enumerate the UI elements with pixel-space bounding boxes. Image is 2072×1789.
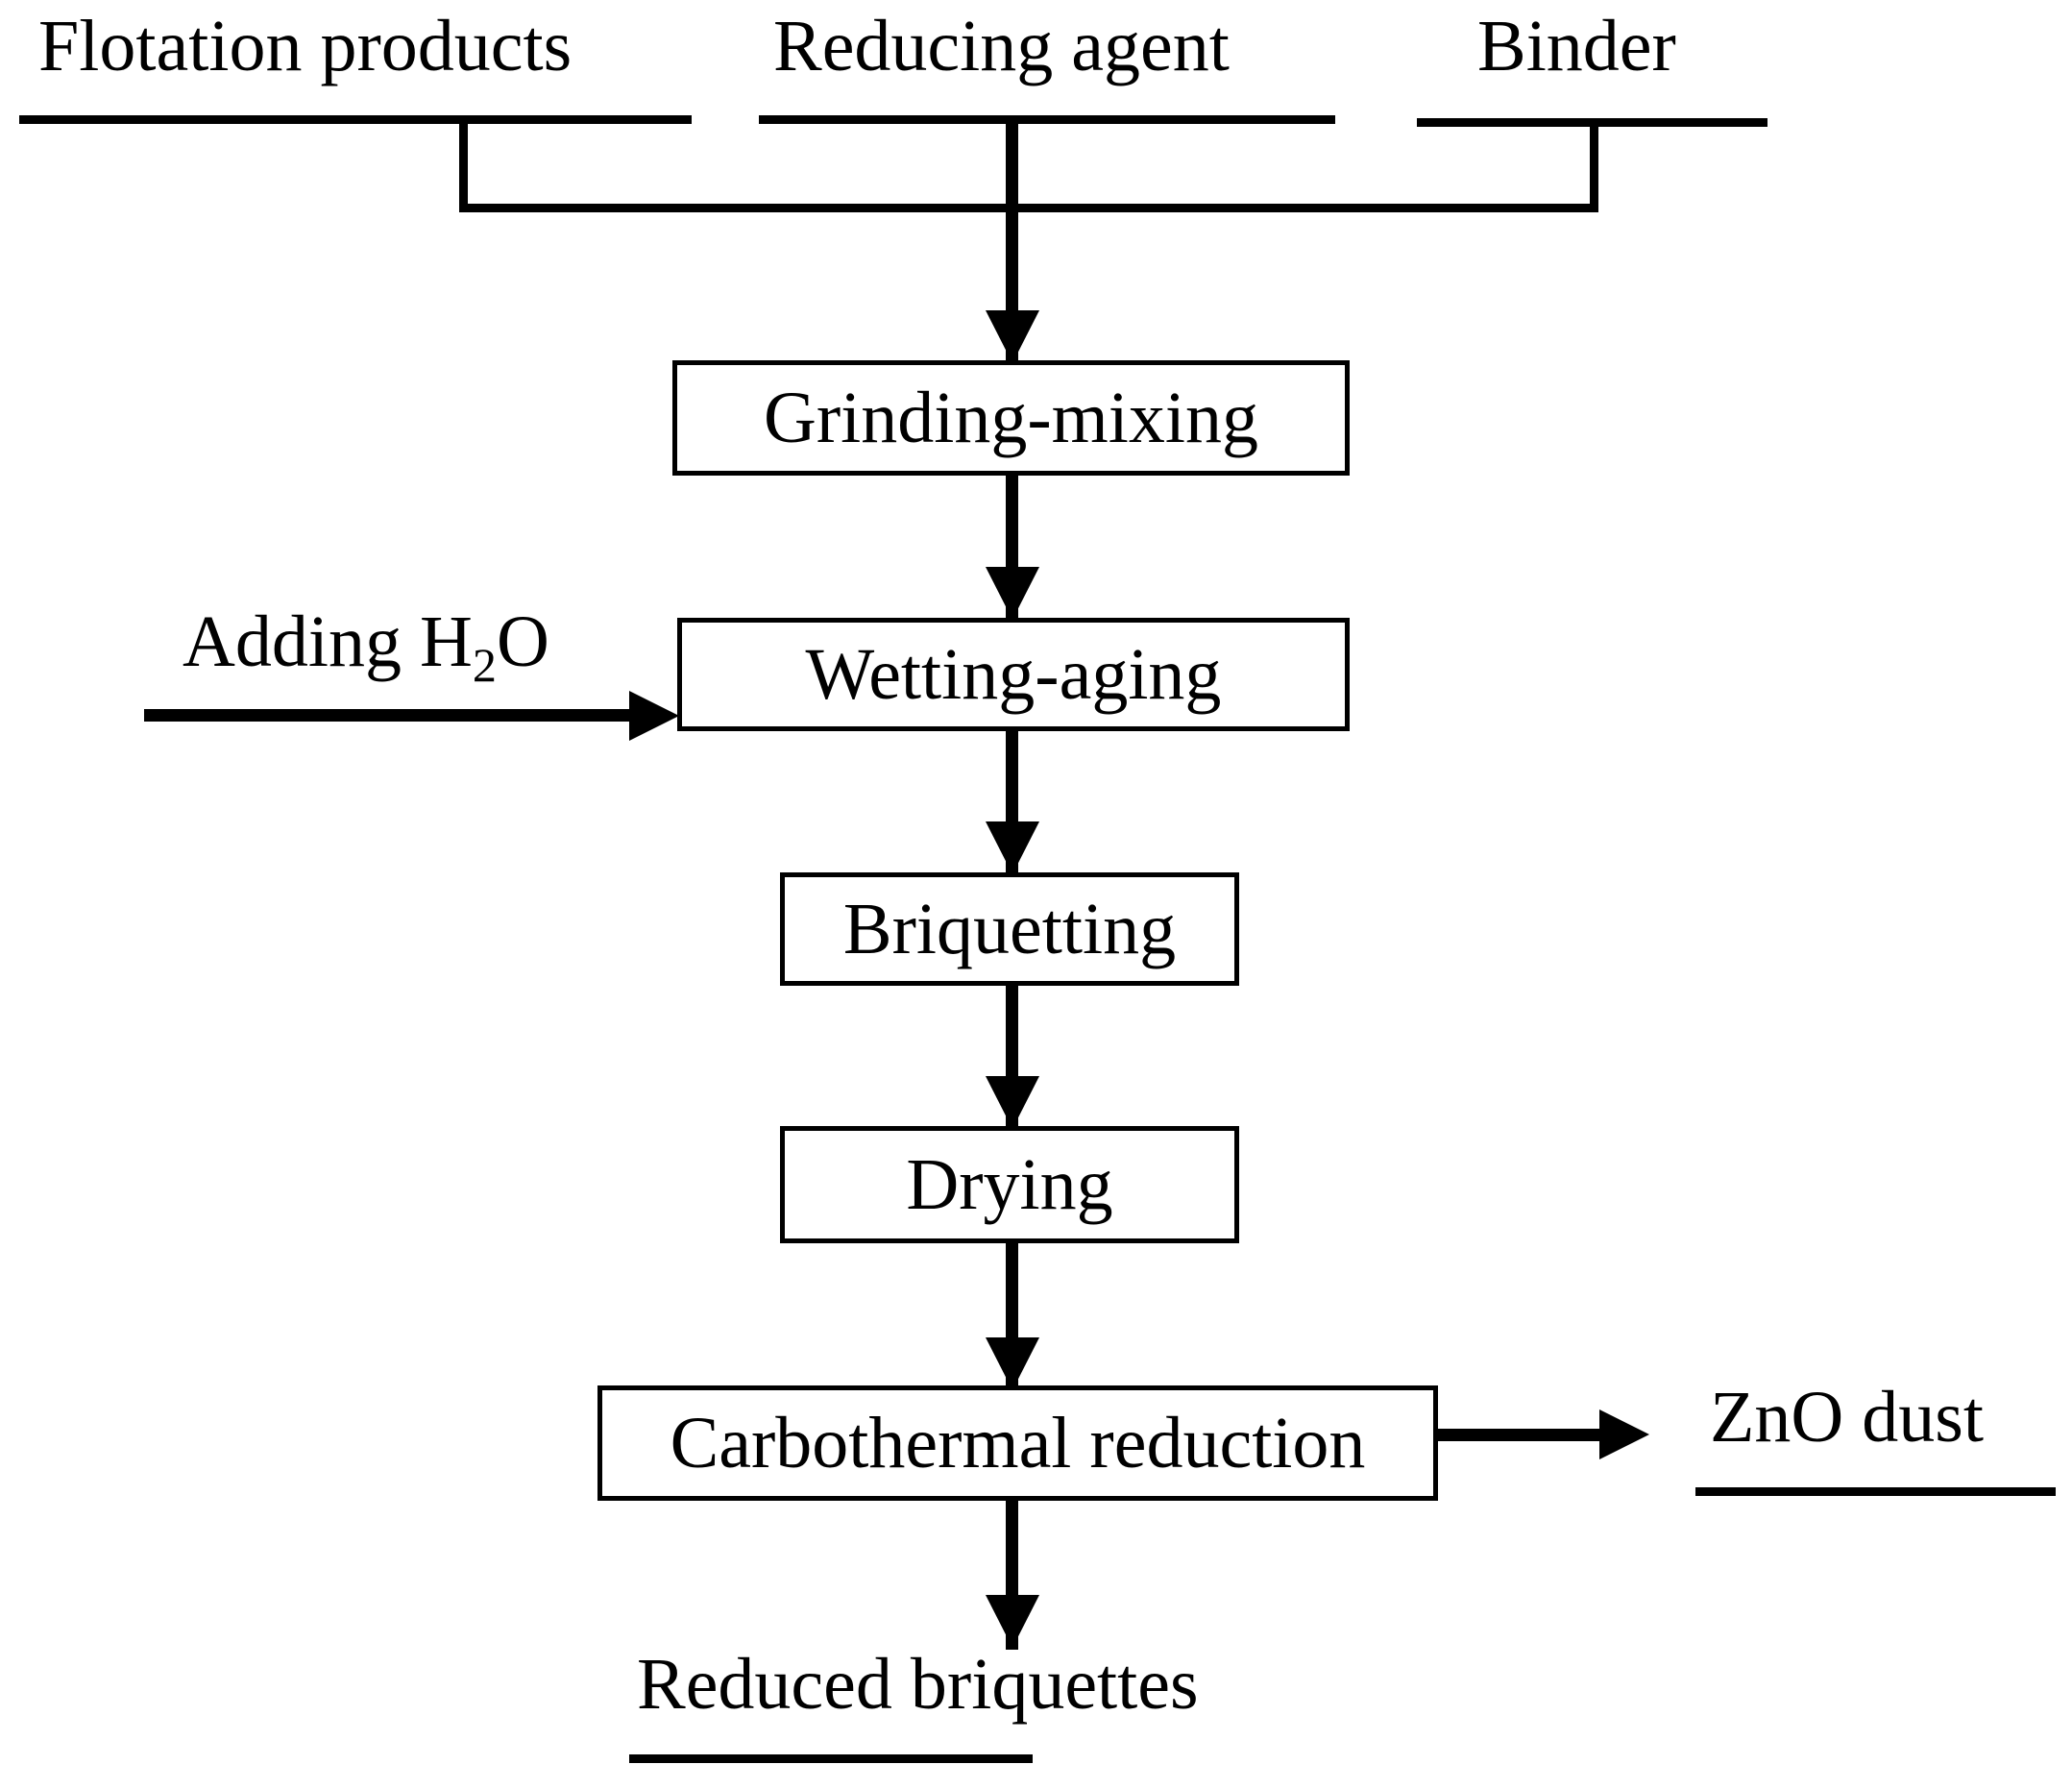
arrowhead-briquetting-to-drying xyxy=(986,1076,1039,1129)
process-box-drying[interactable]: Drying xyxy=(780,1126,1239,1243)
arrowhead-reduction-to-zno-dust xyxy=(1599,1409,1649,1459)
process-label-briquetting: Briquetting xyxy=(842,889,1177,969)
process-box-grinding-mixing[interactable]: Grinding-mixing xyxy=(672,360,1350,476)
arrow-shaft-inputs-to-grinding xyxy=(1006,120,1018,370)
output-underline-zno-dust xyxy=(1695,1487,2056,1496)
arrowhead-wetting-to-briquetting xyxy=(986,821,1039,874)
side-input-text-adding-water-main: Adding H xyxy=(183,601,473,682)
arrowhead-drying-to-reduction xyxy=(986,1337,1039,1390)
process-label-grinding-mixing: Grinding-mixing xyxy=(763,378,1259,458)
input-label-reducing-agent: Reducing agent xyxy=(773,6,1230,86)
process-label-carbothermal-reduction: Carbothermal reduction xyxy=(670,1403,1366,1483)
process-label-wetting-aging: Wetting-aging xyxy=(805,634,1222,715)
process-box-carbothermal-reduction[interactable]: Carbothermal reduction xyxy=(597,1385,1438,1501)
arrowhead-grinding-to-wetting xyxy=(986,567,1039,620)
arrowhead-inputs-to-grinding xyxy=(986,310,1039,363)
output-underline-reduced-briquettes xyxy=(629,1754,1033,1763)
side-input-label-adding-water: Adding H2O xyxy=(183,605,549,689)
process-box-briquetting[interactable]: Briquetting xyxy=(780,872,1239,986)
process-label-drying: Drying xyxy=(906,1144,1113,1225)
arrowhead-water-to-wetting xyxy=(629,691,679,741)
output-label-zno-dust: ZnO dust xyxy=(1710,1377,1984,1458)
input-underline-flotation-products xyxy=(19,115,692,124)
bracket-drop-binder xyxy=(1590,118,1598,211)
arrow-shaft-water-to-wetting xyxy=(144,709,634,722)
bracket-join-bar xyxy=(459,204,1598,212)
output-label-reduced-briquettes: Reduced briquettes xyxy=(637,1644,1199,1725)
side-input-text-adding-water-subscript: 2 xyxy=(472,638,497,693)
input-underline-reducing-agent xyxy=(759,115,1335,124)
side-input-text-adding-water-tail: O xyxy=(496,601,549,682)
input-label-flotation-products: Flotation products xyxy=(38,6,573,86)
arrow-shaft-reduction-to-zno-dust xyxy=(1436,1429,1604,1441)
process-box-wetting-aging[interactable]: Wetting-aging xyxy=(677,618,1350,731)
arrowhead-reduction-to-reduced-briquettes xyxy=(986,1595,1039,1648)
input-label-binder: Binder xyxy=(1477,6,1676,86)
bracket-drop-flotation-products xyxy=(459,120,468,211)
